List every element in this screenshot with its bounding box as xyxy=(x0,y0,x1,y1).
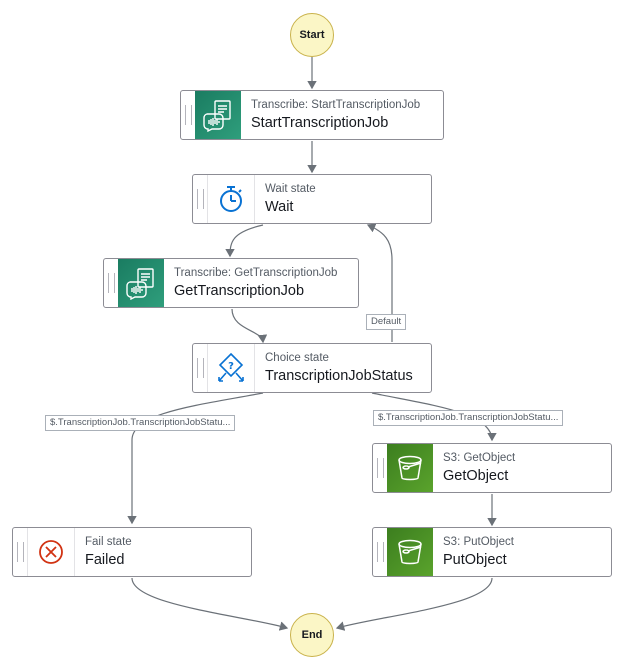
edge-failed-to-end xyxy=(131,577,289,631)
drag-handle[interactable] xyxy=(104,259,118,307)
state-failed[interactable]: Fail state Failed xyxy=(12,527,252,577)
state-put-object[interactable]: S3: PutObject PutObject xyxy=(372,527,612,577)
fail-x-icon xyxy=(27,528,75,576)
state-type-label: S3: PutObject xyxy=(443,535,514,548)
drag-handle[interactable] xyxy=(13,528,27,576)
drag-handle[interactable] xyxy=(193,344,207,392)
state-name: Wait xyxy=(265,198,294,215)
transcribe-icon xyxy=(118,259,164,307)
state-type-label: Transcribe: GetTranscriptionJob xyxy=(174,266,338,279)
edge-wait-to-gettranscription xyxy=(225,224,264,258)
drag-handle[interactable] xyxy=(193,175,207,223)
end-node[interactable]: End xyxy=(290,613,334,657)
start-node[interactable]: Start xyxy=(290,13,334,57)
drag-handle[interactable] xyxy=(181,91,195,139)
svg-text:?: ? xyxy=(228,361,234,372)
state-type-label: Transcribe: StartTranscriptionJob xyxy=(251,98,421,111)
state-get-transcription-job[interactable]: Transcribe: GetTranscriptionJob GetTrans… xyxy=(103,258,359,308)
end-label: End xyxy=(301,629,323,641)
start-label: Start xyxy=(299,29,325,41)
edge-choice-to-failed xyxy=(127,392,264,525)
state-type-label: S3: GetObject xyxy=(443,451,516,464)
state-name: StartTranscriptionJob xyxy=(251,114,389,131)
edge-label-completed-condition[interactable]: $.TranscriptionJob.TranscriptionJobStatu… xyxy=(373,410,564,426)
state-type-label: Fail state xyxy=(85,535,132,548)
edge-label-default[interactable]: Default xyxy=(366,314,407,330)
state-get-object[interactable]: S3: GetObject GetObject xyxy=(372,443,612,493)
transcribe-icon xyxy=(195,91,241,139)
state-name: GetObject xyxy=(443,467,509,484)
state-type-label: Wait state xyxy=(265,182,316,195)
state-name: Failed xyxy=(85,551,125,568)
state-name: TranscriptionJobStatus xyxy=(265,367,413,384)
state-name: PutObject xyxy=(443,551,507,568)
s3-bucket-icon xyxy=(387,444,433,492)
state-start-transcription-job[interactable]: Transcribe: StartTranscriptionJob StartT… xyxy=(180,90,444,140)
edge-gettranscription-to-choice xyxy=(231,308,268,344)
state-name: GetTranscriptionJob xyxy=(174,282,305,299)
state-choice[interactable]: ? Choice state TranscriptionJobStatus xyxy=(192,343,432,393)
drag-handle[interactable] xyxy=(373,528,387,576)
state-type-label: Choice state xyxy=(265,351,329,364)
stopwatch-icon xyxy=(207,175,255,223)
edge-label-failed-condition[interactable]: $.TranscriptionJob.TranscriptionJobStatu… xyxy=(45,415,236,431)
edge-putobject-to-end xyxy=(335,577,493,631)
s3-bucket-icon xyxy=(387,528,433,576)
choice-diamond-icon: ? xyxy=(207,344,255,392)
drag-handle[interactable] xyxy=(373,444,387,492)
state-wait[interactable]: Wait state Wait xyxy=(192,174,432,224)
